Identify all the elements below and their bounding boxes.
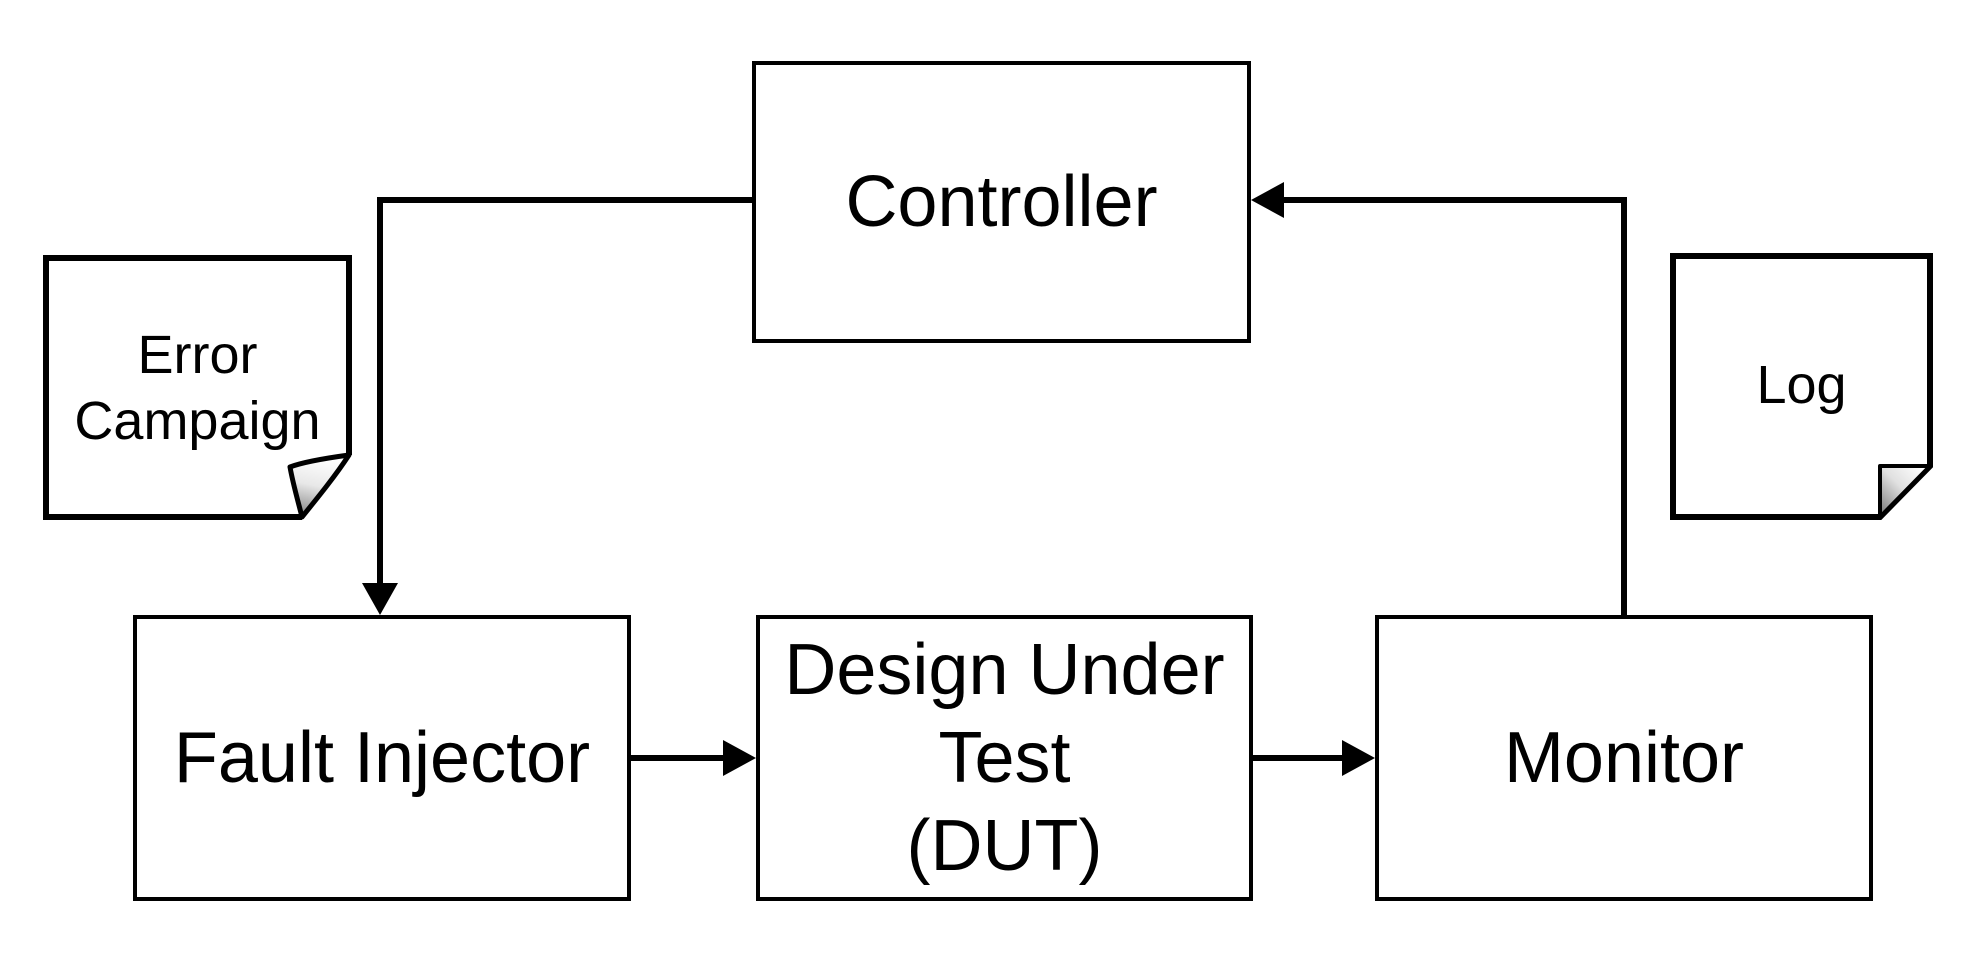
note-shape: [43, 255, 352, 520]
dut-label-line2: Test: [938, 718, 1071, 798]
arrowhead-left-icon: [1251, 182, 1284, 218]
arrowhead-right-icon: [1342, 740, 1375, 776]
controller-box: Controller: [752, 61, 1251, 343]
arrowhead-right-icon: [723, 740, 756, 776]
connector-controller-to-fault-injector: [362, 197, 752, 615]
fault-injector-label: Fault Injector: [173, 718, 591, 798]
dut-box: Design Under Test (DUT): [756, 615, 1253, 901]
dut-label-line1: Design Under: [784, 630, 1225, 710]
fault-injector-box: Fault Injector: [133, 615, 631, 901]
error-campaign-label-line1: Error: [137, 324, 258, 385]
connector-monitor-to-controller: [1251, 182, 1627, 615]
arrowhead-down-icon: [362, 583, 398, 615]
dut-label-line3: (DUT): [906, 806, 1103, 886]
monitor-box: Monitor: [1375, 615, 1873, 901]
controller-label: Controller: [845, 162, 1158, 242]
folded-corner-icon: [287, 452, 352, 520]
error-campaign-label-line2: Campaign: [74, 390, 321, 451]
connector-dut-to-monitor: [1253, 740, 1375, 776]
connector-fault-injector-to-dut: [631, 740, 756, 776]
error-campaign-note: Error Campaign: [43, 255, 352, 520]
log-note: Log: [1670, 253, 1933, 520]
folded-corner-icon: [1878, 464, 1932, 519]
monitor-label: Monitor: [1503, 718, 1745, 798]
log-label: Log: [1756, 354, 1847, 415]
note-shape: [1670, 253, 1933, 520]
